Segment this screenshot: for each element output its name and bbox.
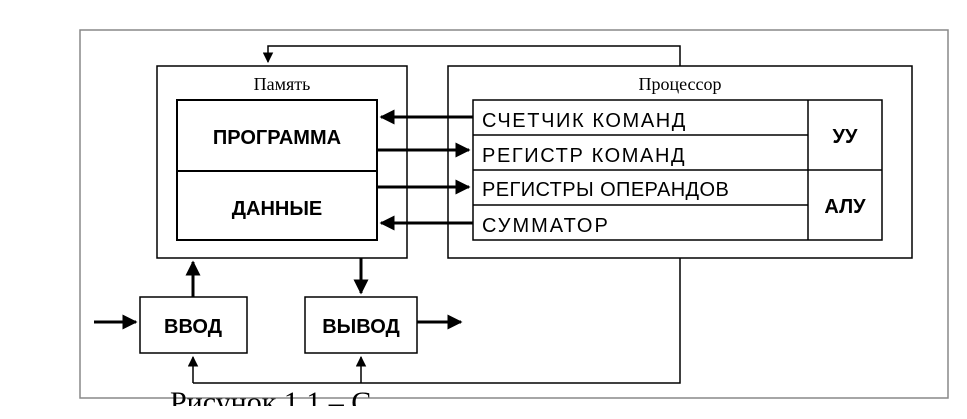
outer-frame [79, 29, 949, 399]
output-box [304, 296, 418, 354]
input-label: ВВОД [164, 316, 222, 338]
register-label: РЕГИСТРЫ ОПЕРАНДОВ [482, 179, 729, 201]
output-label: ВЫВОД [322, 316, 400, 338]
register-label: РЕГИСТР КОМАНД [482, 145, 686, 167]
register-label: СЧЕТЧИК КОМАНД [482, 110, 687, 132]
arrow-processor-to-memory-top [262, 45, 681, 66]
program-label: ПРОГРАММА [213, 127, 341, 149]
input-box [139, 296, 248, 354]
control-unit-label: УУ [833, 126, 858, 148]
control-path-bottom [193, 258, 681, 384]
data-label: ДАННЫЕ [232, 198, 323, 220]
alu-label: АЛУ [824, 196, 866, 218]
register-label: СУММАТОР [482, 215, 610, 237]
processor-label: Процессор [638, 74, 721, 94]
figure-caption: Рисунок 1.1 – С [170, 386, 372, 419]
memory-label: Память [254, 74, 311, 94]
